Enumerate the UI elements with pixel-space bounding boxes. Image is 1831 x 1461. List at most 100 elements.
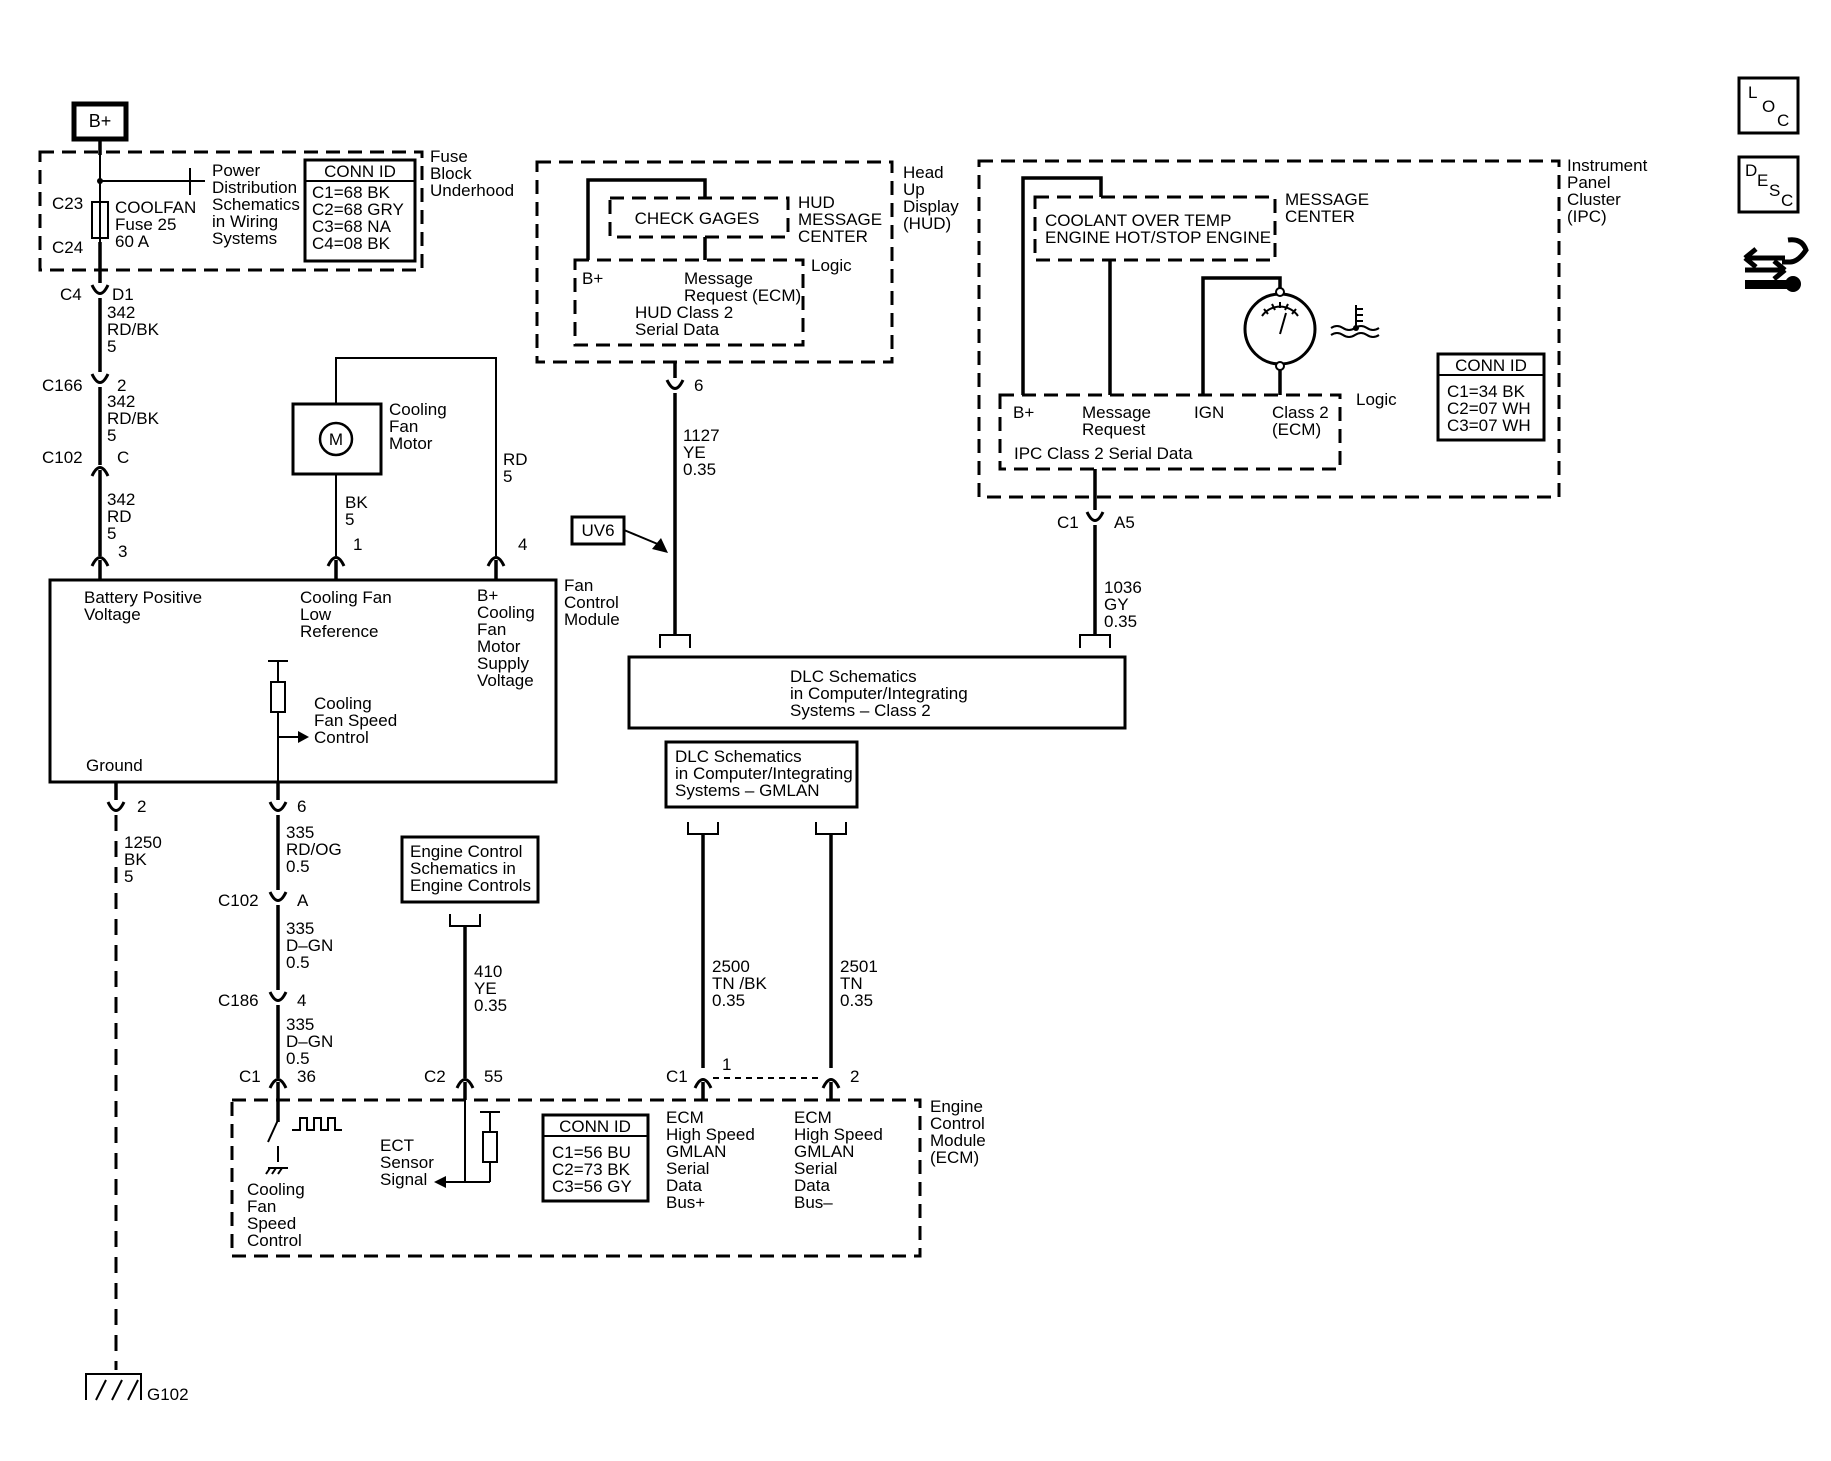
wire-label: D–GN xyxy=(286,1032,333,1051)
loc-letter-l: L xyxy=(1748,83,1757,102)
wire-label: 0.35 xyxy=(1104,612,1137,631)
fuse-block-title-2: Block xyxy=(430,164,472,183)
fcm-lowref-label: Cooling Fan xyxy=(300,588,392,607)
fan-control-module: Fan Control Module Battery Positive Volt… xyxy=(48,576,620,784)
hud-class2-label: Serial Data xyxy=(635,320,720,339)
wire-label: YE xyxy=(683,443,706,462)
conn-id-title: CONN ID xyxy=(1455,356,1527,375)
pin-label: C xyxy=(117,448,129,467)
hud-msg-label: CENTER xyxy=(798,227,868,246)
desc-letter-s: S xyxy=(1769,181,1780,200)
fcm-speed-label: Control xyxy=(314,728,369,747)
dlc-class2-reference[interactable]: DLC Schematics in Computer/Integrating S… xyxy=(627,655,1127,730)
loc-letter-o: O xyxy=(1762,97,1775,116)
wire-label: 2501 xyxy=(840,957,878,976)
ecm-speed-label: Speed xyxy=(247,1214,296,1233)
desc-letter-e: E xyxy=(1757,171,1768,190)
c1-label: C1 xyxy=(666,1067,688,1086)
ecm-bus-plus-label: High Speed xyxy=(666,1125,755,1144)
conn-row: C1=68 BK xyxy=(312,183,391,202)
g102-label: G102 xyxy=(147,1385,189,1404)
ect-label: Signal xyxy=(380,1170,427,1189)
c102-label: C102 xyxy=(42,448,83,467)
wire-label: RD xyxy=(503,450,528,469)
loc-button[interactable]: L O C xyxy=(1737,76,1800,135)
wire-label: 0.35 xyxy=(712,991,745,1010)
fcm-title-1: Fan xyxy=(564,576,593,595)
conn-row: C3=07 WH xyxy=(1447,416,1531,435)
wire-label: 342 xyxy=(107,303,135,322)
c24-label: C24 xyxy=(52,238,83,257)
uv6-label: UV6 xyxy=(581,521,614,540)
ecm-speed-label: Control xyxy=(247,1231,302,1250)
c186-label: C186 xyxy=(218,991,259,1010)
wire-label: RD/BK xyxy=(107,320,160,339)
cooling-fan-motor: M Cooling Fan Motor BK 5 RD 5 1 4 xyxy=(291,357,528,580)
fcm-batt-label: Voltage xyxy=(84,605,141,624)
ecm-bus-minus-label: ECM xyxy=(794,1108,832,1127)
fcm-ground-label: Ground xyxy=(86,756,143,775)
ecm-bus-minus-label: High Speed xyxy=(794,1125,883,1144)
hud-msg-label: MESSAGE xyxy=(798,210,882,229)
power-ref-2: Distribution xyxy=(212,178,297,197)
fuse-block-conn-id-table: CONN ID C1=68 BK C2=68 GRY C3=68 NA C4=0… xyxy=(303,158,417,263)
fcm-supply-label: Motor xyxy=(477,637,521,656)
wire-label: D–GN xyxy=(286,936,333,955)
ect-circuit-410: 410 YE 0.35 C2 55 xyxy=(424,914,507,1100)
ipc-logic-label: Logic xyxy=(1356,390,1397,409)
fcm-supply-label: B+ xyxy=(477,586,498,605)
hud-class2-label: HUD Class 2 xyxy=(635,303,733,322)
feed-circuit-342: C4 D1 342 RD/BK 5 C166 2 342 RD/BK 5 C10… xyxy=(42,242,160,580)
wire-label: 5 xyxy=(107,337,116,356)
ipc-class2-label: (ECM) xyxy=(1272,420,1321,439)
fuse-label-2: Fuse 25 xyxy=(115,215,176,234)
wire-label: 335 xyxy=(286,919,314,938)
wire-label: 5 xyxy=(503,467,512,486)
conn-id-title: CONN ID xyxy=(324,162,396,181)
conn-row: C2=68 GRY xyxy=(312,200,404,219)
wire-label: 5 xyxy=(107,426,116,445)
conn-row: C2=73 BK xyxy=(552,1160,631,1179)
dlc-gmlan-reference[interactable]: DLC Schematics in Computer/Integrating S… xyxy=(664,740,859,809)
hud-logic-label: Logic xyxy=(811,256,852,275)
hud-title-3: Display xyxy=(903,197,959,216)
wire-label: 5 xyxy=(124,867,133,886)
ecm-bus-plus-label: Data xyxy=(666,1176,702,1195)
c4-label: C4 xyxy=(60,285,82,304)
wire-label: 5 xyxy=(107,524,116,543)
fcm-supply-label: Fan xyxy=(477,620,506,639)
wire-label: 1250 xyxy=(124,833,162,852)
temperature-gauge-icon xyxy=(1243,287,1317,371)
ecm-bus-minus-label: Bus– xyxy=(794,1193,833,1212)
wire-label: 0.5 xyxy=(286,857,310,876)
conn-id-title: CONN ID xyxy=(559,1117,631,1136)
desc-button[interactable]: D E S C xyxy=(1737,155,1800,214)
pin-label: 6 xyxy=(694,376,703,395)
ipc-msg-label: MESSAGE xyxy=(1285,190,1369,209)
dlc-class2-line-3: Systems – Class 2 xyxy=(790,701,931,720)
wire-label: 0.5 xyxy=(286,953,310,972)
pin-label: 4 xyxy=(297,991,306,1010)
fuse-block-underhood: Fuse Block Underhood C23 C24 COOLFAN Fus… xyxy=(38,147,514,272)
coolant-msg-2: ENGINE HOT/STOP ENGINE xyxy=(1045,228,1271,247)
dlc-class2-line-1: DLC Schematics xyxy=(790,667,917,686)
ipc-ign-label: IGN xyxy=(1194,403,1224,422)
hud-title-4: (HUD) xyxy=(903,214,951,233)
fuse-label-3: 60 A xyxy=(115,232,150,251)
pin-label: 4 xyxy=(518,535,527,554)
wire-label: 5 xyxy=(345,510,354,529)
engine-control-reference[interactable]: Engine Control Schematics in Engine Cont… xyxy=(400,835,540,904)
ecm-title-3: Module xyxy=(930,1131,986,1150)
pin-label: 6 xyxy=(297,797,306,816)
hud-title-1: Head xyxy=(903,163,944,182)
conn-row: C3=68 NA xyxy=(312,217,392,236)
ect-label: Sensor xyxy=(380,1153,434,1172)
engine-ref-line-1: Engine Control xyxy=(410,842,522,861)
dlc-class2-line-2: in Computer/Integrating xyxy=(790,684,968,703)
fcm-supply-label: Cooling xyxy=(477,603,535,622)
wire-label: 2500 xyxy=(712,957,750,976)
wrench-arrows-icon[interactable] xyxy=(1743,237,1809,292)
fcm-supply-label: Supply xyxy=(477,654,529,673)
hud-req-label: Message xyxy=(684,269,753,288)
coolant-temp-symbol-icon xyxy=(1330,305,1380,338)
